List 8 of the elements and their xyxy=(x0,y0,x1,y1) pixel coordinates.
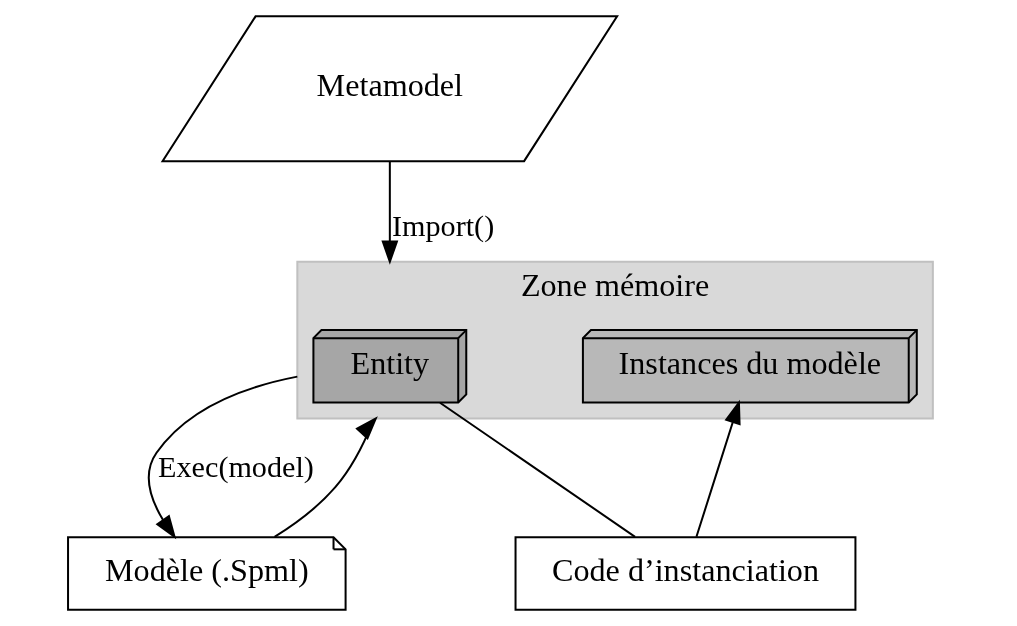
connector xyxy=(439,401,636,538)
edge-label: Exec(model) xyxy=(158,449,314,484)
arrow xyxy=(381,161,399,265)
arrow xyxy=(147,375,298,540)
edge-label: Import() xyxy=(392,208,495,243)
node-box: Code d’instanciation xyxy=(514,536,857,611)
arrow xyxy=(274,416,378,538)
arrow xyxy=(695,399,741,538)
